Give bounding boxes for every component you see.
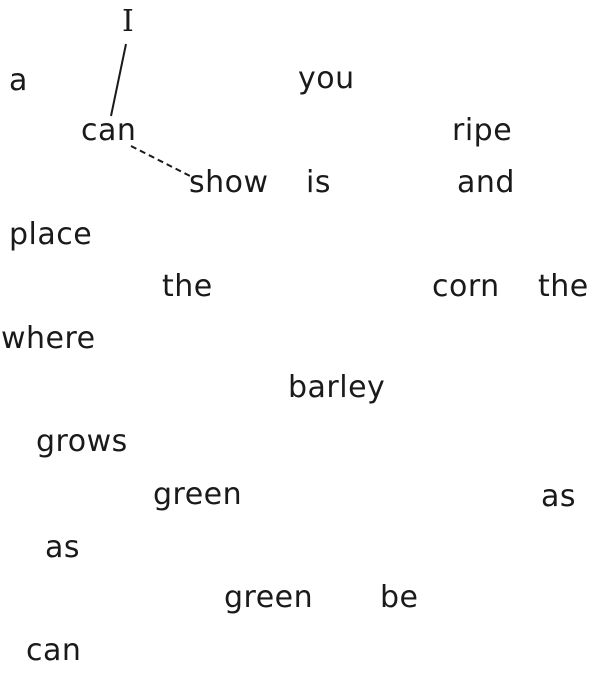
word-barley: barley bbox=[288, 370, 386, 405]
dashed-link-can-show bbox=[130, 145, 195, 179]
word-be: be bbox=[380, 580, 419, 615]
word-can-bottom: can bbox=[26, 633, 82, 668]
word-show: show bbox=[189, 165, 269, 200]
word-a: a bbox=[9, 63, 28, 98]
word-the: the bbox=[162, 269, 213, 304]
word-corn: corn bbox=[432, 269, 500, 304]
word-is: is bbox=[306, 165, 331, 200]
word-ripe: ripe bbox=[452, 113, 513, 148]
word-as-second: as bbox=[45, 530, 81, 565]
word-where: where bbox=[1, 321, 96, 356]
word-and: and bbox=[457, 165, 515, 200]
word-you: you bbox=[298, 61, 355, 96]
word-grows: grows bbox=[36, 424, 128, 459]
word-i: I bbox=[122, 4, 135, 39]
word-as: as bbox=[541, 479, 577, 514]
word-green-second: green bbox=[224, 580, 314, 615]
word-the-right: the bbox=[538, 269, 589, 304]
word-place: place bbox=[9, 217, 93, 252]
solid-link-i-can bbox=[110, 43, 127, 117]
word-green: green bbox=[153, 477, 243, 512]
word-can: can bbox=[81, 113, 137, 148]
